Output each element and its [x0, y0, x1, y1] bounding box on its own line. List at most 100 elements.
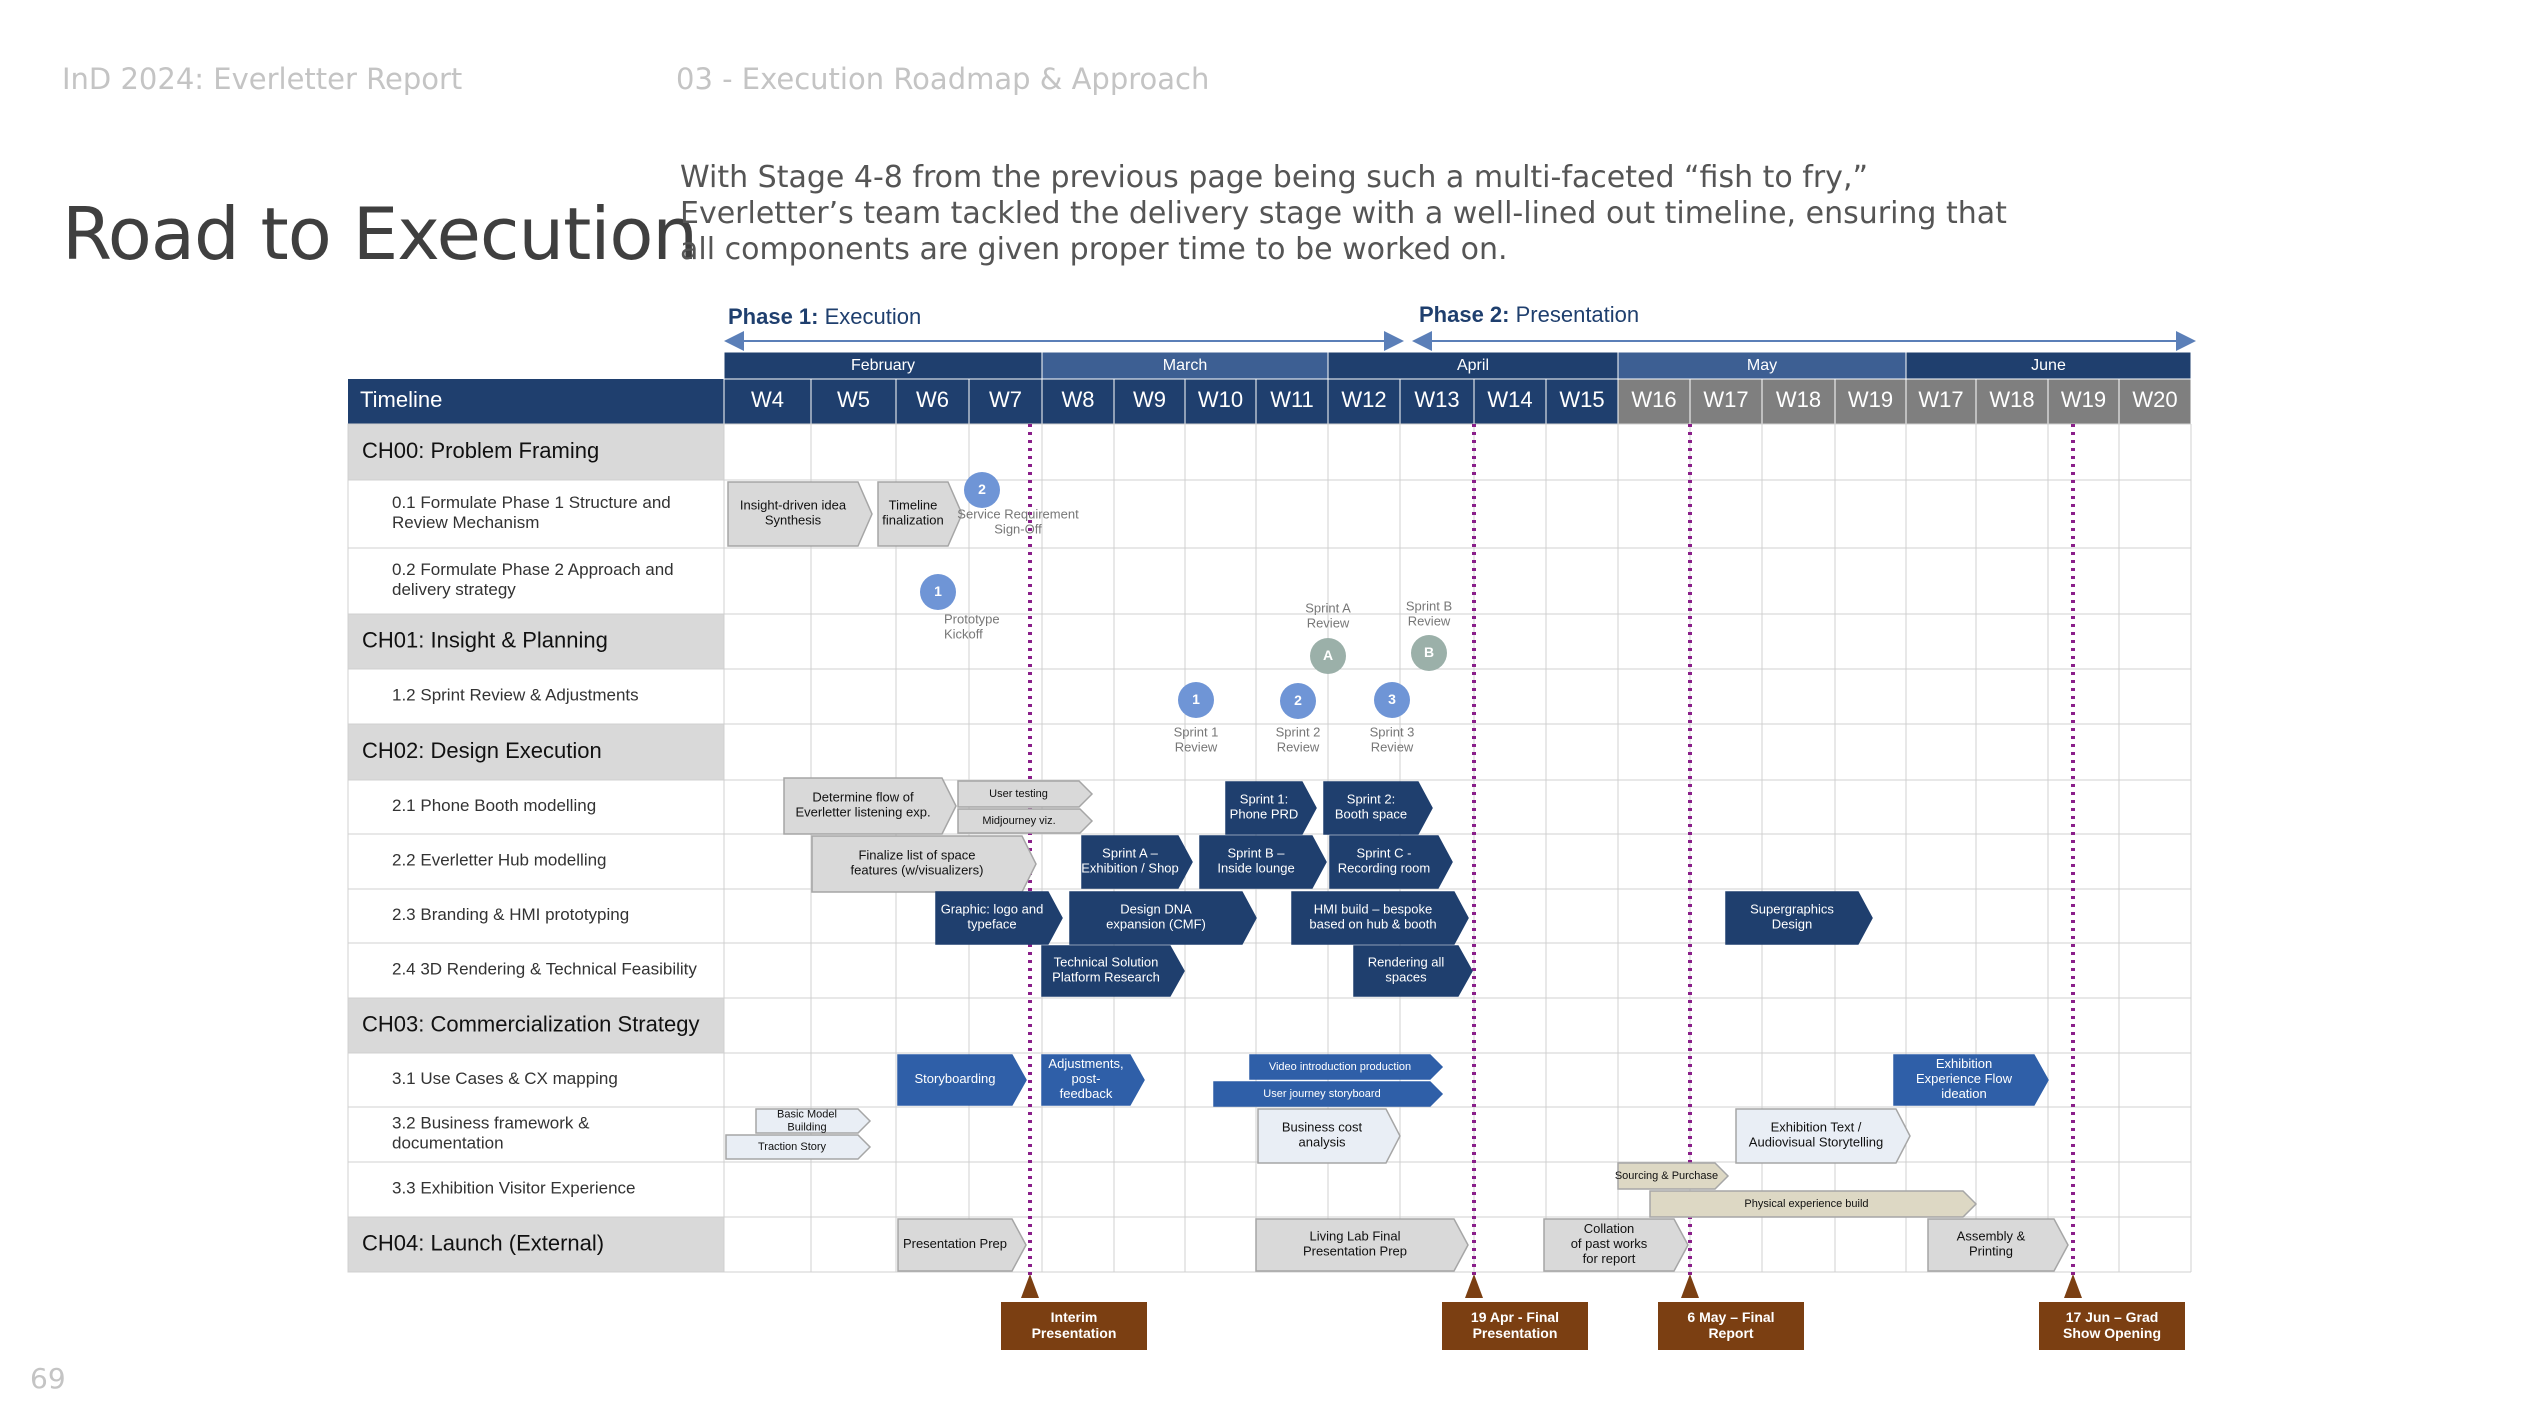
week-label: W18	[1989, 387, 2034, 412]
review-marker-number: 3	[1388, 691, 1396, 707]
task-bar	[1893, 1054, 2049, 1106]
task-bar	[755, 1108, 872, 1134]
month-label: May	[1747, 357, 1777, 374]
timeline-header	[348, 379, 724, 424]
milestone-box	[2039, 1302, 2185, 1350]
review-marker-number: 2	[1294, 692, 1302, 708]
task-bar-label: Sourcing & Purchase	[1615, 1170, 1718, 1182]
week-header	[1689, 378, 1763, 425]
task-row	[347, 668, 725, 725]
week-header	[1255, 378, 1329, 425]
milestone-box	[1001, 1302, 1147, 1350]
week-label: W17	[1703, 387, 1748, 412]
task-bar	[1041, 1054, 1145, 1106]
task-bar	[1543, 1218, 1689, 1272]
task-bar	[1213, 1081, 1444, 1107]
task-bar-label: Midjourney viz.	[982, 815, 1055, 827]
task-bar	[1329, 835, 1453, 889]
review-marker-number: A	[1323, 647, 1333, 663]
task-bar	[1081, 835, 1193, 889]
task-label: 2.2 Everletter Hub modelling	[392, 851, 607, 870]
review-marker-icon	[1411, 635, 1447, 671]
week-label: W14	[1487, 387, 1532, 412]
week-header	[1473, 378, 1547, 425]
task-label: 3.1 Use Cases & CX mapping	[392, 1069, 618, 1088]
task-bar-label: Video introduction production	[1269, 1061, 1411, 1073]
month-header	[1617, 351, 1907, 380]
chapter-label: CH04: Launch (External)	[362, 1230, 604, 1255]
task-bar	[1735, 1108, 1911, 1164]
week-label: W7	[989, 387, 1022, 412]
task-label: 1.2 Sprint Review & Adjustments	[392, 686, 639, 705]
task-bar	[957, 780, 1094, 808]
week-label: W10	[1198, 387, 1243, 412]
milestone-pointer-icon	[1681, 1274, 1699, 1298]
task-bar-label: Assembly &Printing	[1957, 1229, 2026, 1259]
timeline-label: Timeline	[360, 387, 442, 412]
task-row	[347, 1106, 725, 1163]
task-bar-label: Adjustments,post-feedback	[1048, 1056, 1123, 1101]
task-bar	[811, 835, 1037, 893]
task-bar-label: Presentation Prep	[903, 1236, 1007, 1251]
week-header	[1041, 378, 1115, 425]
phase-2-label: Phase 2: Presentation	[1419, 302, 1639, 327]
phase-1-label: Phase 1: Execution	[728, 304, 921, 329]
task-bar-label: User journey storyboard	[1263, 1088, 1380, 1100]
week-label: W4	[751, 387, 784, 412]
task-bar-label: User testing	[989, 788, 1048, 800]
review-marker-number: 2	[978, 481, 986, 497]
task-bar	[1199, 835, 1327, 889]
task-row	[347, 779, 725, 835]
chapter-label: CH03: Commercialization Strategy	[362, 1011, 699, 1036]
review-marker-number: B	[1424, 644, 1434, 660]
task-bar	[897, 1218, 1027, 1272]
week-label: W5	[837, 387, 870, 412]
month-header	[723, 351, 1043, 380]
task-bar	[897, 1054, 1027, 1106]
task-bar	[1225, 781, 1317, 835]
task-bar	[1291, 891, 1469, 945]
review-marker-icon	[920, 574, 956, 610]
chapter-row	[347, 1216, 725, 1273]
task-row	[347, 1161, 725, 1218]
task-bar	[1725, 891, 1873, 945]
task-bar	[1249, 1054, 1444, 1080]
intro-paragraph: With Stage 4-8 from the previous page be…	[680, 160, 2007, 267]
page-number: 69	[30, 1362, 66, 1395]
task-bar	[727, 481, 873, 547]
week-header	[895, 378, 970, 425]
task-bar-label: Traction Story	[758, 1141, 827, 1153]
task-label: 3.3 Exhibition Visitor Experience	[392, 1179, 636, 1198]
week-label: W16	[1631, 387, 1676, 412]
page-title: Road to Execution	[62, 192, 698, 276]
task-label: 2.1 Phone Booth modelling	[392, 796, 596, 815]
week-header	[1834, 378, 1907, 425]
review-marker-icon	[1280, 683, 1316, 719]
task-bar-label: Exhibition Text /Audiovisual Storytellin…	[1749, 1120, 1883, 1150]
task-bar-label: Sprint 2:Booth space	[1335, 792, 1407, 822]
task-bar	[1255, 1218, 1469, 1272]
month-header	[1327, 351, 1619, 380]
task-bar	[1069, 891, 1257, 945]
milestone-pointer-icon	[1021, 1274, 1039, 1298]
review-marker-icon	[1178, 682, 1214, 718]
chapter-row	[347, 723, 725, 781]
week-label: W19	[2061, 387, 2106, 412]
week-label: W15	[1559, 387, 1604, 412]
